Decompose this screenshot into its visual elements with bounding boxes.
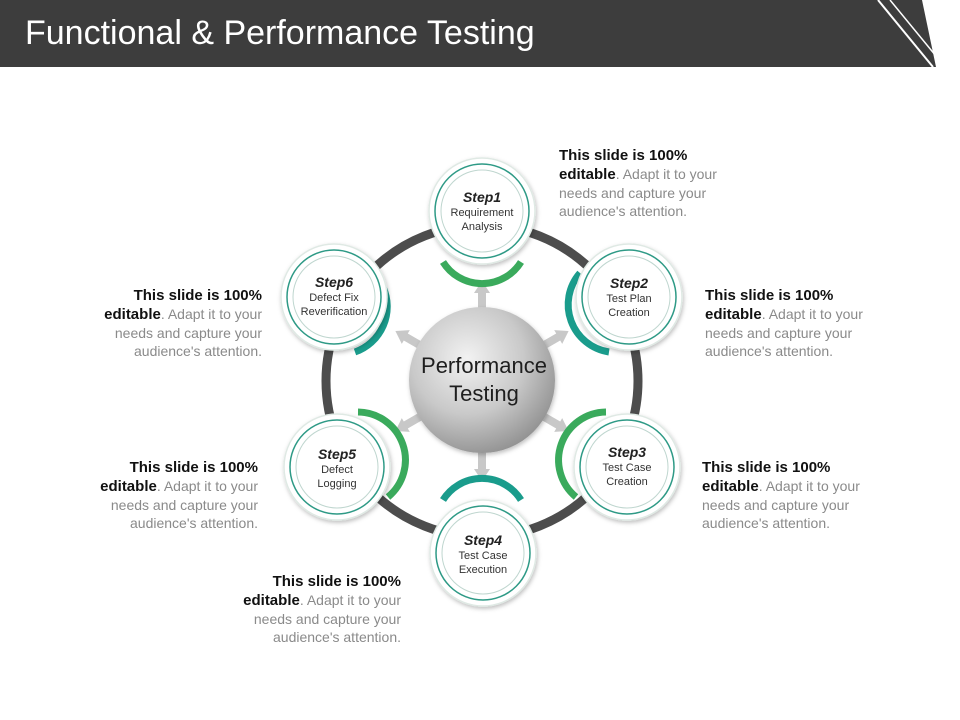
step6-label: Step6 Defect Fix Reverification bbox=[289, 274, 379, 319]
step5-label: Step5 Defect Logging bbox=[297, 446, 377, 491]
step-circle-1 bbox=[428, 157, 536, 288]
step1-desc: Requirement Analysis bbox=[450, 207, 514, 233]
step6-desc: Defect Fix Reverification bbox=[300, 292, 368, 318]
center-circle bbox=[409, 307, 555, 453]
step5-title: Step5 bbox=[317, 446, 357, 462]
slide-title: Functional & Performance Testing bbox=[25, 14, 535, 52]
step3-title: Step3 bbox=[607, 444, 647, 460]
step2-desc: Test Plan Creation bbox=[606, 293, 652, 319]
step4-label: Step4 Test Case Execution bbox=[443, 532, 523, 577]
callout-step1: This slide is 100% editable. Adapt it to… bbox=[559, 147, 717, 219]
header-bar: Functional & Performance Testing bbox=[0, 0, 960, 67]
callout-step5: This slide is 100% editable. Adapt it to… bbox=[100, 459, 258, 531]
callout-step4: This slide is 100% editable. Adapt it to… bbox=[243, 573, 401, 645]
step-circle-3 bbox=[555, 408, 681, 521]
step4-desc: Test Case Execution bbox=[458, 550, 508, 576]
step-circle-4 bbox=[429, 474, 537, 607]
center-label: Performance Testing bbox=[421, 353, 547, 406]
step4-title: Step4 bbox=[463, 532, 503, 548]
callout-step2: This slide is 100% editable. Adapt it to… bbox=[705, 287, 863, 359]
callout-step3: This slide is 100% editable. Adapt it to… bbox=[702, 459, 860, 531]
step-circle-6 bbox=[280, 243, 391, 356]
callout-step6: This slide is 100% editable. Adapt it to… bbox=[104, 287, 262, 359]
step6-title: Step6 bbox=[314, 274, 354, 290]
step1-label: Step1 Requirement Analysis bbox=[437, 189, 527, 234]
corner-stripes-decoration bbox=[877, 0, 960, 67]
step-circle-5 bbox=[283, 408, 409, 521]
step2-label: Step2 Test Plan Creation bbox=[589, 275, 669, 320]
step5-desc: Defect Logging bbox=[317, 464, 357, 490]
step-circle-2 bbox=[564, 243, 683, 356]
step3-label: Step3 Test Case Creation bbox=[587, 444, 667, 489]
step3-desc: Test Case Creation bbox=[602, 462, 652, 488]
step2-title: Step2 bbox=[609, 275, 649, 291]
step1-title: Step1 bbox=[462, 189, 502, 205]
